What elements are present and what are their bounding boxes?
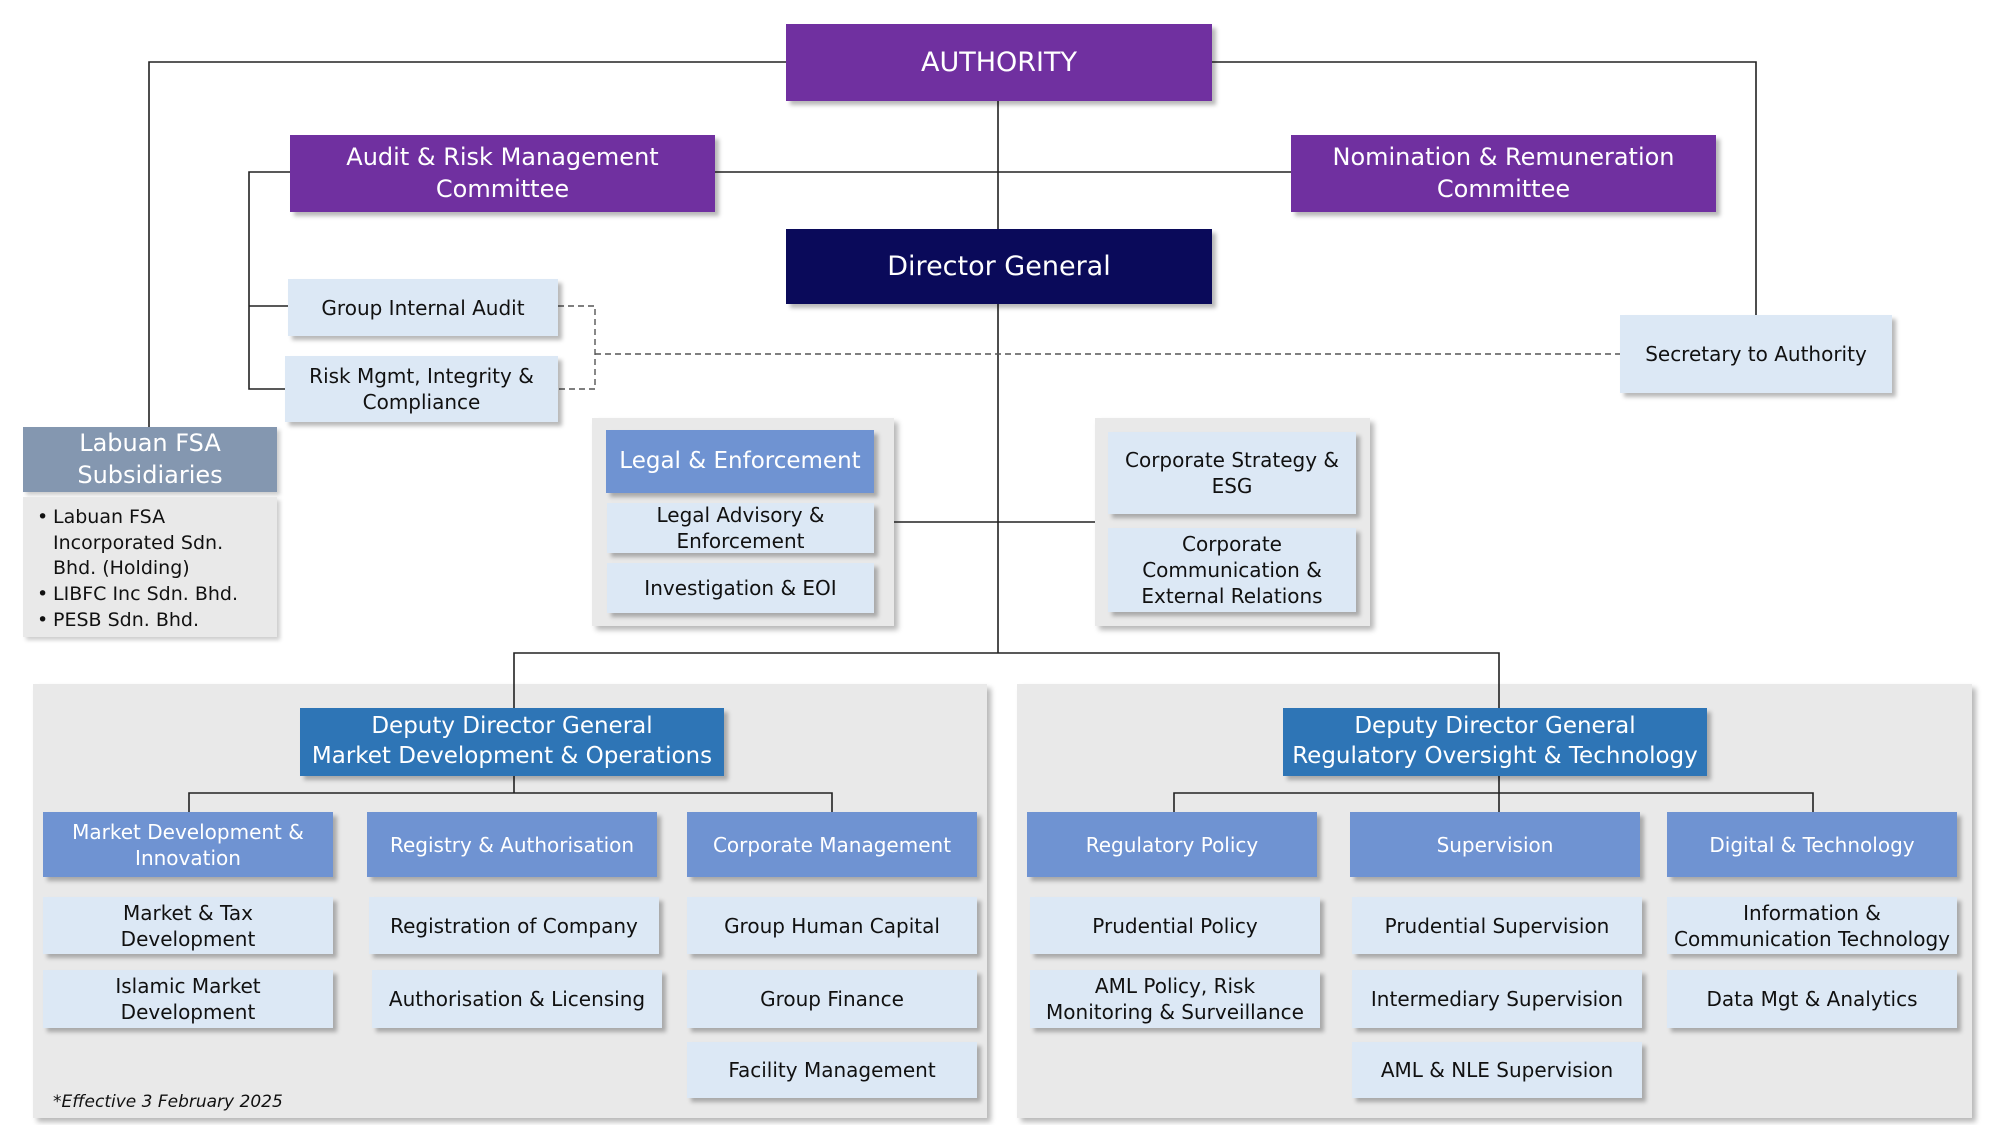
nomination-remuneration-committee-box: Nomination & Remuneration Committee bbox=[1291, 135, 1716, 212]
unit-registration-of-company: Registration of Company bbox=[369, 897, 659, 954]
director-general-box: Director General bbox=[786, 229, 1212, 304]
unit-market-tax-development: Market & Tax Development bbox=[43, 897, 333, 954]
dept-regulatory-policy: Regulatory Policy bbox=[1027, 812, 1317, 877]
audit-risk-committee-box: Audit & Risk Management Committee bbox=[290, 135, 715, 212]
unit-group-finance: Group Finance bbox=[687, 970, 977, 1028]
unit-aml-nle-supervision: AML & NLE Supervision bbox=[1352, 1042, 1642, 1098]
unit-group-human-capital: Group Human Capital bbox=[687, 897, 977, 954]
legal-enforcement-box: Legal & Enforcement bbox=[606, 430, 874, 493]
group-internal-audit-box: Group Internal Audit bbox=[288, 279, 558, 336]
dept-market-development-innovation: Market Development & Innovation bbox=[43, 812, 333, 877]
investigation-eoi-box: Investigation & EOI bbox=[607, 563, 874, 613]
unit-information-communication-technology: Information & Communication Technology bbox=[1667, 897, 1957, 954]
dept-supervision: Supervision bbox=[1350, 812, 1640, 877]
subsidiary-item: LIBFC Inc Sdn. Bhd. bbox=[37, 582, 267, 608]
corporate-communication-box: Corporate Communication & External Relat… bbox=[1108, 528, 1356, 612]
legal-advisory-enforcement-box: Legal Advisory & Enforcement bbox=[607, 503, 874, 553]
secretary-to-authority-box: Secretary to Authority bbox=[1620, 315, 1892, 393]
subsidiary-item: PESB Sdn. Bhd. bbox=[37, 608, 267, 634]
subsidiary-item: Labuan FSA Incorporated Sdn. Bhd. (Holdi… bbox=[37, 505, 267, 582]
dept-corporate-management: Corporate Management bbox=[687, 812, 977, 877]
ddg-market-development-operations-box: Deputy Director General Market Developme… bbox=[300, 708, 724, 776]
unit-data-mgt-analytics: Data Mgt & Analytics bbox=[1667, 970, 1957, 1028]
dept-registry-authorisation: Registry & Authorisation bbox=[367, 812, 657, 877]
unit-intermediary-supervision: Intermediary Supervision bbox=[1352, 970, 1642, 1028]
unit-authorisation-licensing: Authorisation & Licensing bbox=[372, 970, 662, 1028]
unit-prudential-policy: Prudential Policy bbox=[1030, 897, 1320, 954]
risk-mgmt-integrity-compliance-box: Risk Mgmt, Integrity & Compliance bbox=[285, 356, 558, 422]
authority-box: AUTHORITY bbox=[786, 24, 1212, 101]
unit-aml-policy-risk-monitoring: AML Policy, Risk Monitoring & Surveillan… bbox=[1030, 970, 1320, 1028]
corporate-strategy-esg-box: Corporate Strategy & ESG bbox=[1108, 432, 1356, 514]
ddg-regulatory-oversight-technology-box: Deputy Director General Regulatory Overs… bbox=[1283, 708, 1707, 776]
dept-digital-technology: Digital & Technology bbox=[1667, 812, 1957, 877]
labuan-fsa-subsidiaries-box: Labuan FSA Subsidiaries bbox=[23, 427, 277, 492]
effective-date-note: *Effective 3 February 2025 bbox=[53, 1092, 283, 1112]
unit-islamic-market-development: Islamic Market Development bbox=[43, 970, 333, 1028]
unit-facility-management: Facility Management bbox=[687, 1042, 977, 1098]
unit-prudential-supervision: Prudential Supervision bbox=[1352, 897, 1642, 954]
subsidiaries-list: Labuan FSA Incorporated Sdn. Bhd. (Holdi… bbox=[23, 497, 277, 637]
